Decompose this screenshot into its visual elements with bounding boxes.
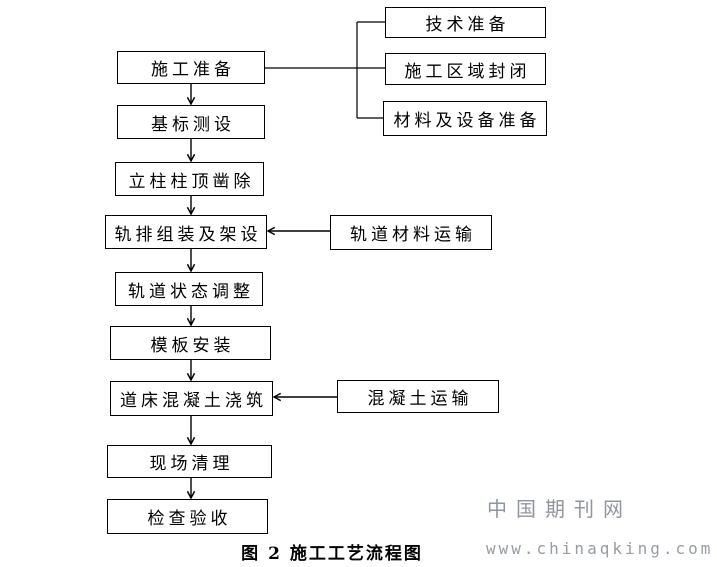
branch-node-material-equipment-preparation: 材料及设备准备 xyxy=(383,101,547,136)
branch-connector xyxy=(265,21,385,119)
flow-node-benchmark-survey: 基标测设 xyxy=(117,105,265,139)
flow-node-trackbed-concrete-pouring: 道床混凝土浇筑 xyxy=(110,381,273,416)
flow-node-track-state-adjustment: 轨道状态调整 xyxy=(115,272,263,306)
flow-node-track-panel-assembly: 轨排组装及架设 xyxy=(105,215,267,249)
watermark-site-name: 中国期刊网 xyxy=(487,497,632,521)
flow-node-formwork-installation: 模板安装 xyxy=(110,326,271,360)
flow-node-column-top-chiseling: 立柱柱顶凿除 xyxy=(115,162,264,196)
side-node-concrete-transport: 混凝土运输 xyxy=(337,380,499,413)
branch-node-area-closure: 施工区域封闭 xyxy=(385,53,546,85)
flow-node-site-cleanup: 现场清理 xyxy=(107,445,272,478)
flow-node-construction-preparation: 施工准备 xyxy=(117,51,265,84)
watermark-site-url: www.chinaqking.com xyxy=(486,539,714,558)
figure-caption: 图 2 施工工艺流程图 xyxy=(241,544,423,564)
side-node-track-material-transport: 轨道材料运输 xyxy=(330,215,492,250)
side-input-arrows xyxy=(268,231,337,397)
branch-node-technical-preparation: 技术准备 xyxy=(385,7,546,38)
flow-node-inspection-acceptance: 检查验收 xyxy=(107,499,268,534)
